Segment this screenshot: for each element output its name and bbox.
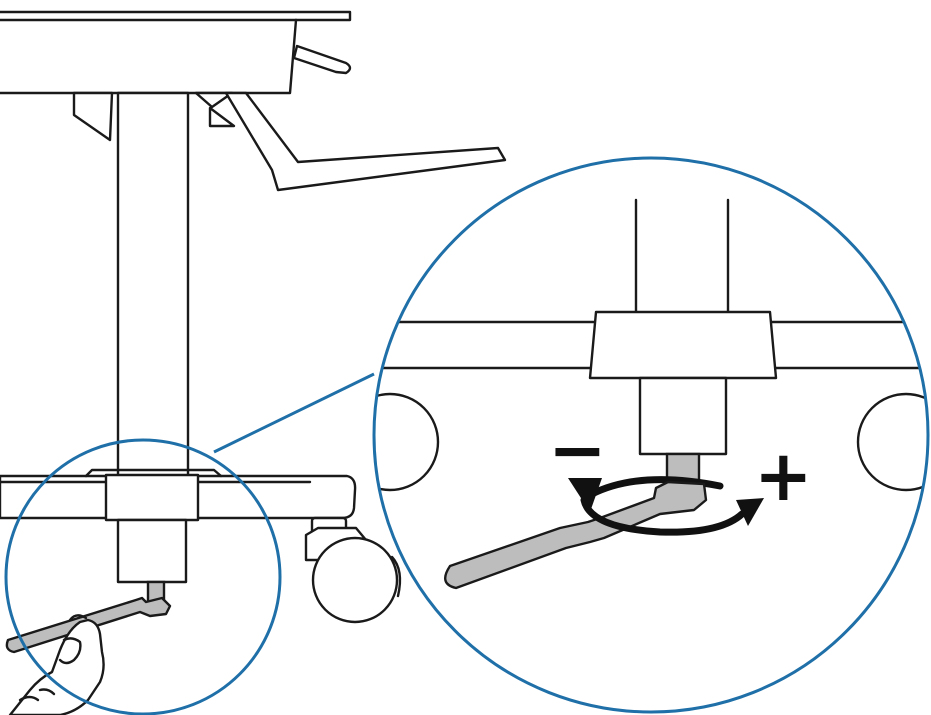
detail-marker-circle [4, 438, 282, 715]
caster-wheel-icon [304, 516, 402, 624]
zoom-column-icon [634, 198, 730, 314]
arrow-head-left-icon [568, 478, 602, 512]
lever-icon [292, 44, 352, 75]
zoom-detail-circle [372, 156, 930, 714]
callout-connector [213, 372, 375, 454]
rotation-arrow-icon [580, 496, 746, 536]
base-foot-icon [0, 468, 357, 522]
column-icon [116, 91, 190, 478]
decrease-symbol: − [548, 409, 607, 491]
zoom-detail: − + [374, 198, 928, 590]
zoom-base-foot-icon [374, 310, 928, 456]
zoom-wrench-icon [444, 480, 708, 590]
leveling-glide-icon [116, 518, 188, 604]
increase-symbol: + [754, 435, 813, 517]
zoom-caster-left-icon [374, 392, 440, 492]
arrow-head-right-icon [736, 498, 764, 526]
zoom-caster-right-icon [856, 392, 928, 492]
keyboard-tray-icon [72, 91, 507, 192]
